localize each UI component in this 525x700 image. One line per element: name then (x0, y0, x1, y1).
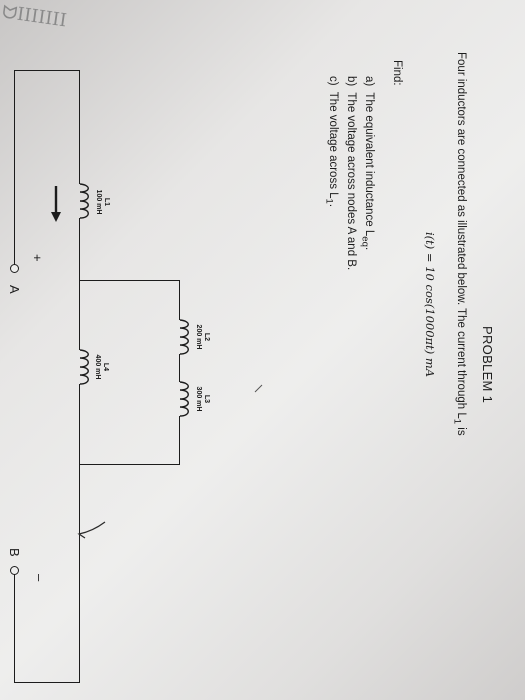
wire-l2-l3 (178, 354, 180, 382)
wire-parallel-right (79, 464, 180, 466)
wire-b-lead (13, 574, 15, 682)
terminal-b-node (10, 566, 19, 575)
problem-title: PROBLEM 1 (480, 326, 495, 404)
terminal-a-label: A (7, 285, 22, 294)
inductor-l3-coil (179, 381, 189, 417)
wire-lower-end (78, 384, 80, 464)
wire-upper-start (178, 280, 180, 320)
wire-right-top (78, 464, 80, 682)
terminal-a-node (10, 264, 19, 273)
wire-left-top (78, 70, 80, 184)
wire-right-vertical (14, 682, 80, 684)
find-label: Find: (391, 60, 403, 86)
find-item-b: b) The voltage across nodes A and B. (345, 76, 357, 271)
plus-sign: + (30, 254, 45, 262)
inductor-l1-coil (79, 183, 89, 219)
inductor-l2-coil (179, 319, 189, 355)
wire-lower-start (78, 280, 80, 350)
terminal-b-label: B (7, 548, 22, 557)
problem-statement: Four inductors are connected as illustra… (451, 52, 467, 436)
find-item-c: c) The voltage across L1. (323, 76, 339, 208)
find-item-a: a) The equivalent inductance Leq. (359, 76, 375, 251)
pen-mark (77, 521, 106, 539)
wire-a-lead (13, 70, 15, 266)
inductor-l4-coil (79, 349, 89, 385)
current-arrow-icon (51, 186, 61, 222)
pen-tick-mark (254, 384, 263, 393)
wire-l1-right (78, 218, 80, 280)
wire-left-vertical (14, 70, 80, 72)
wire-parallel-left (79, 280, 180, 282)
minus-sign: – (32, 574, 47, 582)
wire-upper-end (178, 416, 180, 464)
current-equation: i(t) = 10 cos(1000πt) mA (423, 232, 437, 378)
